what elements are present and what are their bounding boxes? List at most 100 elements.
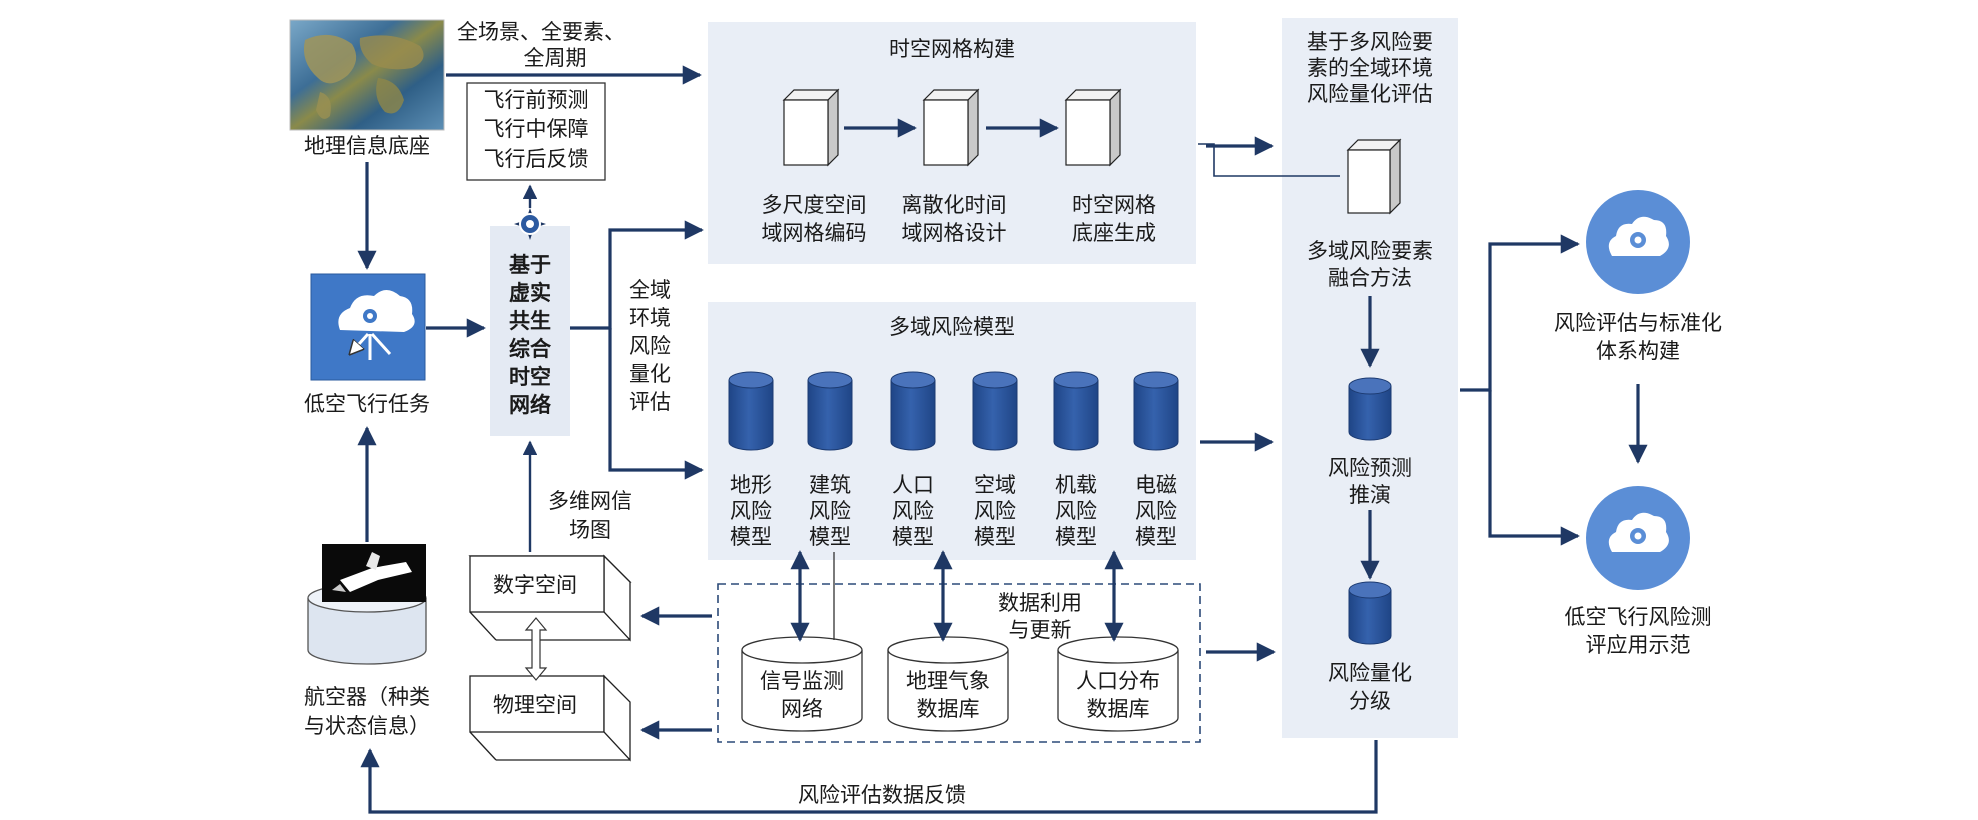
db-cylinder-2 — [887, 636, 1009, 732]
model-5-line1: 机载 — [1055, 473, 1097, 497]
data-panel — [717, 583, 1201, 743]
standard-line2: 体系构建 — [1596, 339, 1680, 363]
fusion-cube — [1346, 138, 1402, 215]
standard-cloud-icon — [1586, 190, 1690, 294]
fusion-line1: 多域风险要素 — [1307, 239, 1433, 263]
arrow-vr-to-grid — [570, 220, 704, 330]
fusion-line2: 融合方法 — [1328, 266, 1412, 290]
demo-line2: 评应用示范 — [1586, 633, 1691, 657]
data-panel-title-1: 数据利用 — [998, 591, 1082, 615]
digital-space-label: 数字空间 — [493, 573, 577, 597]
vr-network-char-1: 基于 — [509, 253, 551, 277]
risk-model-labels: 地形 风险 模型 建筑 风险 模型 人口 风险 模型 空域 风险 模型 机载 风… — [730, 473, 1177, 549]
risk-model-panel — [708, 302, 1196, 560]
grid-item-1-line2: 域网格编码 — [762, 221, 867, 245]
data-panel-title-2: 与更新 — [1009, 618, 1072, 642]
grade-line1: 风险量化 — [1328, 661, 1412, 685]
model-6-line3: 模型 — [1135, 525, 1177, 549]
flight-phase-2: 飞行中保障 — [484, 117, 589, 141]
low-alt-task-label: 低空飞行任务 — [304, 392, 430, 416]
predict-line1: 风险预测 — [1328, 456, 1412, 480]
model-2-line1: 建筑 — [809, 473, 851, 497]
eval-title-1: 基于多风险要 — [1307, 30, 1433, 54]
standard-line1: 风险评估与标准化 — [1554, 311, 1722, 335]
multi-dim-label-2: 场图 — [569, 518, 611, 542]
predict-cylinder — [1348, 377, 1392, 441]
physical-space-label: 物理空间 — [493, 693, 577, 717]
grid-panel-title: 时空网格构建 — [889, 37, 1015, 61]
flight-phase-1: 飞行前预测 — [484, 88, 589, 112]
grid-cube-2 — [922, 88, 980, 167]
eval-title-3: 风险量化评估 — [1307, 82, 1433, 106]
grid-item-1-line1: 多尺度空间 — [762, 193, 867, 217]
global-eval-char-2: 环境 — [629, 306, 671, 330]
grid-item-2-line2: 域网格设计 — [902, 221, 1007, 245]
risk-panel-title: 多域风险模型 — [889, 315, 1015, 339]
all-scene-label-1: 全场景、全要素、 — [457, 20, 625, 44]
digital-space-box — [468, 554, 632, 642]
vr-network-char-3: 共生 — [509, 309, 551, 333]
model-1-line1: 地形 — [730, 473, 772, 497]
grid-cube-1 — [782, 88, 840, 167]
earth-map-icon — [289, 19, 445, 131]
aircraft-platform-icon — [307, 544, 427, 665]
model-5-line2: 风险 — [1055, 499, 1097, 523]
arrow-eval-to-demo — [1488, 390, 1580, 546]
db-2-line1: 地理气象 — [906, 669, 990, 693]
model-5-line3: 模型 — [1055, 525, 1097, 549]
model-3-line2: 风险 — [892, 499, 934, 523]
feedback-label: 风险评估数据反馈 — [798, 783, 966, 807]
aircraft-label-2: 与状态信息） — [304, 714, 430, 738]
grade-line2: 分级 — [1349, 689, 1391, 713]
all-scene-label-2: 全周期 — [524, 46, 587, 70]
risk-model-cylinder-1 — [728, 371, 774, 451]
global-eval-char-3: 风险 — [629, 334, 671, 358]
db-2-line2: 数据库 — [917, 697, 980, 721]
flight-phase-3: 飞行后反馈 — [484, 147, 589, 171]
db-1-line2: 网络 — [781, 697, 823, 721]
db-1-line1: 信号监测 — [760, 669, 844, 693]
arrow-vr-to-risk — [608, 328, 704, 480]
model-4-line2: 风险 — [974, 499, 1016, 523]
model-3-line1: 人口 — [892, 473, 934, 497]
db-cylinder-3 — [1057, 636, 1179, 732]
grid-item-3-line1: 时空网格 — [1072, 193, 1156, 217]
grid-item-3-line2: 底座生成 — [1072, 221, 1156, 245]
model-4-line1: 空域 — [974, 473, 1016, 497]
grid-cube-3 — [1064, 88, 1122, 167]
db-cylinder-1 — [741, 636, 863, 732]
vr-network-char-5: 时空 — [509, 365, 551, 389]
db-3-line1: 人口分布 — [1076, 669, 1160, 693]
grid-item-2-line1: 离散化时间 — [902, 193, 1007, 217]
cloud-gear-icon — [310, 273, 426, 381]
demo-cloud-icon — [1586, 486, 1690, 590]
risk-model-cylinder-2 — [807, 371, 853, 451]
arrow-eval-to-standard — [1460, 234, 1580, 392]
model-3-line3: 模型 — [892, 525, 934, 549]
satellite-icon — [514, 208, 546, 240]
predict-line2: 推演 — [1349, 483, 1391, 507]
vr-network-panel — [490, 226, 570, 436]
multi-dim-label-1: 多维网信 — [548, 489, 632, 513]
global-eval-char-5: 评估 — [629, 390, 671, 414]
eval-title-2: 素的全域环境 — [1307, 56, 1433, 80]
vr-network-char-2: 虚实 — [509, 281, 551, 305]
vr-network-label: 基于 虚实 共生 综合 时空 网络 — [509, 253, 552, 417]
global-eval-char-1: 全域 — [629, 278, 671, 302]
model-2-line3: 模型 — [809, 525, 851, 549]
model-6-line2: 风险 — [1135, 499, 1177, 523]
model-4-line3: 模型 — [974, 525, 1016, 549]
vr-network-char-6: 网络 — [509, 393, 551, 417]
physical-space-box — [469, 674, 631, 762]
model-1-line2: 风险 — [730, 499, 772, 523]
flight-phase-box — [466, 82, 606, 181]
geo-base-label: 地理信息底座 — [304, 134, 430, 158]
line-grid-to-fusion — [1198, 143, 1340, 177]
model-6-line1: 电磁 — [1135, 473, 1177, 497]
vr-network-char-4: 综合 — [509, 337, 552, 361]
demo-line1: 低空飞行风险测 — [1565, 605, 1712, 629]
flow-arrows — [357, 65, 1648, 814]
aircraft-label-1: 航空器（种类 — [304, 685, 430, 709]
model-2-line2: 风险 — [809, 499, 851, 523]
